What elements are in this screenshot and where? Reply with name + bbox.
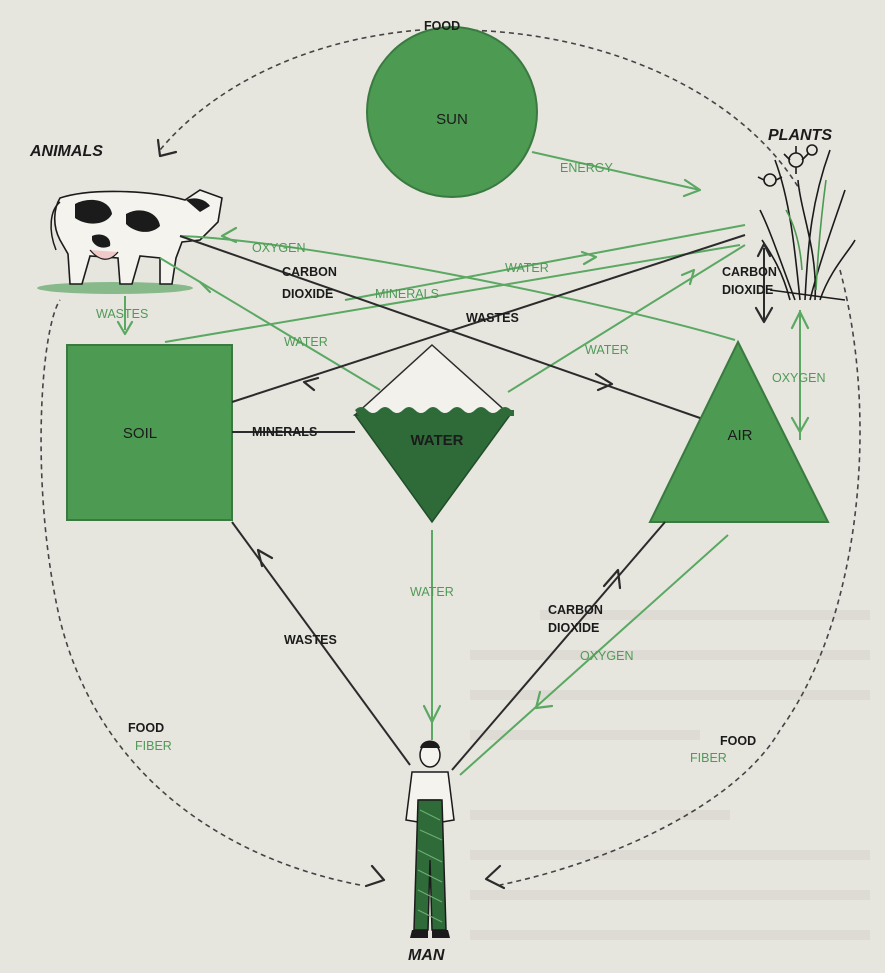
plants-title: PLANTS	[768, 127, 832, 144]
label-wastes-man: WASTES	[284, 633, 337, 647]
label-carbon-dioxide-plants-1: CARBON	[722, 265, 777, 279]
label-minerals-soil-plants: MINERALS	[375, 287, 439, 301]
label-water-man: WATER	[410, 585, 454, 599]
label-carbon-dioxide-animals-2: DIOXIDE	[282, 287, 333, 301]
label-carbon-dioxide-plants-2: DIOXIDE	[722, 283, 773, 297]
label-water-to-animals: WATER	[284, 335, 328, 349]
man-illustration	[406, 741, 454, 939]
label-wastes-plants-soil: WASTES	[466, 311, 519, 325]
label-oxygen-air-plants: OXYGEN	[772, 371, 826, 385]
man-title: MAN	[408, 947, 445, 964]
air-label: AIR	[727, 427, 752, 444]
label-fiber-left: FIBER	[135, 739, 172, 753]
label-carbon-dioxide-man-2: DIOXIDE	[548, 621, 599, 635]
label-minerals-soil-water: MINERALS	[252, 425, 317, 439]
soil-node: SOIL	[67, 345, 232, 520]
label-energy: ENERGY	[560, 161, 613, 175]
label-carbon-dioxide-man-1: CARBON	[548, 603, 603, 617]
air-node: AIR	[650, 342, 828, 522]
sun-node: SUN	[367, 27, 537, 197]
label-water-plants: WATER	[585, 343, 629, 357]
animals-title: ANIMALS	[29, 143, 103, 160]
water-label: WATER	[410, 432, 463, 449]
label-wastes-animals-soil: WASTES	[96, 307, 148, 321]
label-water-to-plants: WATER	[505, 261, 549, 275]
label-food-right: FOOD	[720, 734, 756, 748]
label-fiber-right: FIBER	[690, 751, 727, 765]
label-food-top: FOOD	[424, 19, 460, 33]
water-node: WATER	[355, 345, 514, 522]
sun-label: SUN	[436, 111, 468, 128]
label-oxygen-animals: OXYGEN	[252, 241, 306, 255]
label-oxygen-man: OXYGEN	[580, 649, 634, 663]
soil-label: SOIL	[123, 425, 157, 442]
page-bleed-through	[470, 610, 870, 940]
label-food-left: FOOD	[128, 721, 164, 735]
arrowhead-to-man-left	[366, 866, 384, 886]
label-carbon-dioxide-animals-1: CARBON	[282, 265, 337, 279]
